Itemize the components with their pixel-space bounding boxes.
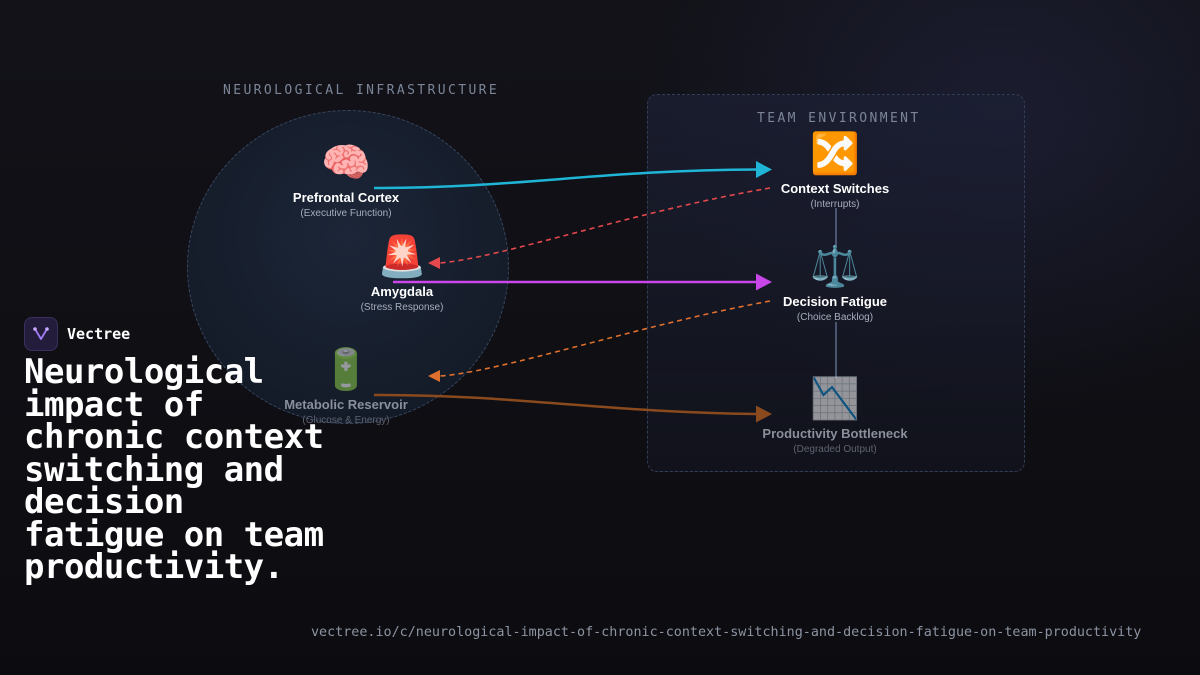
node-metabolic-reservoir: 🔋 Metabolic Reservoir (Glucose & Energy) — [284, 347, 408, 426]
node-title: Metabolic Reservoir — [284, 397, 408, 412]
page-title: Neurological impact of chronic context s… — [24, 352, 324, 587]
vectree-logo-icon — [24, 317, 58, 351]
node-subtitle: (Choice Backlog) — [796, 312, 874, 323]
brand[interactable]: Vectree — [24, 317, 130, 351]
edge-fatigue-to-metabolic — [439, 300, 771, 377]
page-url[interactable]: vectree.io/c/neurological-impact-of-chro… — [311, 625, 1142, 640]
node-context-switches: 🔀 Context Switches (Interrupts) — [781, 131, 889, 210]
shuffle-icon: 🔀 — [810, 132, 860, 176]
siren-icon: 🚨 — [377, 235, 427, 279]
team-group-label: TEAM ENVIRONMENT — [757, 111, 921, 126]
arrowhead-fatigue — [756, 273, 772, 291]
node-title: Decision Fatigue — [782, 294, 888, 309]
arrowhead-bottleneck — [756, 405, 772, 423]
node-title: Prefrontal Cortex — [292, 190, 400, 205]
brain-icon: 🧠 — [321, 141, 371, 185]
node-subtitle: (Executive Function) — [300, 208, 392, 219]
arrowhead-metabolic — [428, 370, 440, 382]
node-amygdala: 🚨 Amygdala (Stress Response) — [361, 234, 444, 313]
node-decision-fatigue: ⚖️ Decision Fatigue (Choice Backlog) — [783, 244, 887, 323]
node-subtitle: (Glucose & Energy) — [302, 415, 390, 426]
node-title: Productivity Bottleneck — [762, 426, 908, 441]
node-productivity-bottleneck: 📉 Productivity Bottleneck (Degraded Outp… — [762, 376, 907, 455]
neuro-group-circle — [187, 110, 509, 424]
node-title: Context Switches — [780, 181, 890, 196]
chart-decreasing-icon: 📉 — [810, 377, 860, 421]
connector-line-context-fatigue — [835, 208, 837, 246]
brand-name: Vectree — [67, 325, 131, 343]
node-title: Amygdala — [370, 284, 434, 299]
arrowhead-amygdala — [428, 257, 440, 269]
neuro-group-label: NEUROLOGICAL INFRASTRUCTURE — [223, 83, 500, 98]
node-subtitle: (Degraded Output) — [793, 444, 877, 455]
node-prefrontal-cortex: 🧠 Prefrontal Cortex (Executive Function) — [293, 140, 399, 219]
edge-context-to-amygdala — [439, 187, 771, 264]
connector-line-fatigue-bottleneck — [835, 322, 837, 378]
battery-icon: 🔋 — [321, 348, 371, 392]
arrowhead-context — [756, 161, 772, 178]
scales-icon: ⚖️ — [810, 245, 860, 289]
edge-prefrontal-to-context — [373, 168, 759, 190]
node-subtitle: (Interrupts) — [810, 199, 860, 210]
node-subtitle: (Stress Response) — [360, 302, 444, 313]
edge-metabolic-to-bottleneck — [373, 393, 759, 416]
